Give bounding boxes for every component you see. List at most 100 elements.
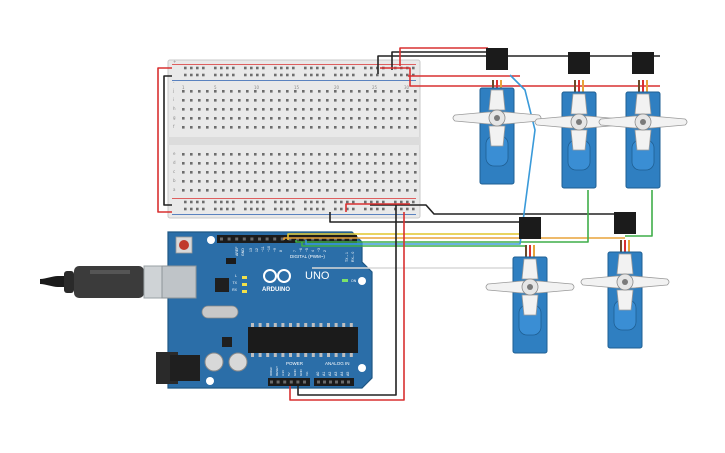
- breadboard-hole: [286, 171, 289, 174]
- breadboard-hole: [238, 162, 241, 165]
- servo-1[interactable]: [452, 48, 542, 185]
- breadboard-hole: [374, 99, 377, 102]
- analog-header[interactable]: [314, 378, 354, 386]
- rail-hole: [406, 200, 409, 204]
- breadboard-hole: [366, 180, 369, 183]
- breadboard-hole: [246, 162, 249, 165]
- breadboard-hole: [190, 117, 193, 120]
- breadboard-hole: [310, 180, 313, 183]
- atmega-chip: [248, 327, 358, 353]
- rail-hole: [412, 200, 415, 204]
- servo-connector[interactable]: [486, 48, 508, 70]
- rail-hole: [334, 200, 337, 204]
- breadboard-hole: [350, 171, 353, 174]
- wire-blue-signal[interactable]: [305, 74, 536, 245]
- breadboard-hole: [294, 117, 297, 120]
- header-pin: [334, 237, 337, 241]
- reset-button[interactable]: [175, 236, 193, 254]
- chip-leg: [327, 353, 330, 357]
- dc-power-jack[interactable]: [156, 352, 200, 384]
- breadboard-hole: [390, 180, 393, 183]
- breadboard-hole: [342, 108, 345, 111]
- breadboard-hole: [406, 189, 409, 192]
- arduino-uno-board[interactable]: ARDUINO UNO DIGITAL (PWM~) POWER ANALOG …: [40, 231, 373, 389]
- wire-black-top-bus-2[interactable]: [391, 51, 488, 70]
- wire-black-bottom-bus[interactable]: [329, 212, 520, 223]
- wire-red-top-feed[interactable]: [380, 67, 660, 87]
- breadboard-hole: [294, 90, 297, 93]
- breadboard-hole: [366, 189, 369, 192]
- wire-black-top-bus[interactable]: [377, 55, 660, 74]
- power-header[interactable]: [268, 378, 310, 386]
- rail-hole: [214, 66, 217, 70]
- row-label-i: i: [173, 97, 174, 102]
- servo-5[interactable]: [580, 212, 670, 349]
- breadboard-hole: [334, 171, 337, 174]
- breadboard-hole: [262, 153, 265, 156]
- breadboard-hole: [366, 162, 369, 165]
- header-pin: [242, 237, 246, 241]
- breadboard-hole: [278, 171, 281, 174]
- breadboard-hole: [190, 180, 193, 183]
- rail-hole: [214, 200, 217, 204]
- breadboard-hole: [246, 90, 249, 93]
- label-tx1: TX→1: [345, 252, 349, 262]
- breadboard-hole: [326, 180, 329, 183]
- breadboard-hole: [206, 189, 209, 192]
- servo-4[interactable]: [485, 217, 575, 354]
- breadboard-hole: [286, 99, 289, 102]
- breadboard-hole: [190, 162, 193, 165]
- rail-hole: [412, 73, 415, 77]
- usb-cable[interactable]: [40, 265, 171, 299]
- breadboard-hole: [254, 90, 257, 93]
- servo-3[interactable]: [598, 52, 688, 189]
- breadboard-hole: [342, 162, 345, 165]
- rail-hole: [184, 66, 187, 70]
- row-label-g: g: [173, 115, 176, 120]
- pin-label: A2: [328, 372, 332, 376]
- servo-connector[interactable]: [519, 217, 541, 239]
- wire-black-rail-left[interactable]: [163, 75, 172, 206]
- wire-red-5v[interactable]: [289, 212, 405, 401]
- wire-black-bottom-bus-2[interactable]: [370, 204, 625, 215]
- servo-2[interactable]: [534, 52, 624, 189]
- breadboard-hole: [350, 162, 353, 165]
- breadboard-hole: [294, 108, 297, 111]
- breadboard-hole: [398, 162, 401, 165]
- wire-black-gnd[interactable]: [297, 205, 397, 396]
- breadboard-hole: [214, 180, 217, 183]
- power-pin-labels: IOREF RESET 3.3V 5V GND GND Vin: [269, 366, 309, 376]
- servo-connector[interactable]: [632, 52, 654, 74]
- breadboard-hole: [334, 108, 337, 111]
- breadboard-hole: [246, 171, 249, 174]
- servo-connector[interactable]: [614, 212, 636, 234]
- wire-orange-signal[interactable]: [283, 237, 625, 240]
- wire-red-rail-left[interactable]: [157, 67, 172, 213]
- rail-hole: [310, 200, 313, 204]
- rail-hole: [256, 73, 259, 77]
- digital-header[interactable]: [217, 235, 357, 243]
- breadboard-hole: [342, 90, 345, 93]
- row-label-e: e: [173, 151, 176, 156]
- breadboard-hole: [390, 189, 393, 192]
- pin-label: ~6: [299, 248, 303, 252]
- breadboard-hole: [262, 108, 265, 111]
- wire-green-signal-3[interactable]: [625, 190, 653, 237]
- servo-connector[interactable]: [568, 52, 590, 74]
- breadboard-hole: [358, 108, 361, 111]
- breadboard-hole: [350, 126, 353, 129]
- mounting-hole: [207, 236, 215, 244]
- breadboard-hole: [390, 126, 393, 129]
- breadboard[interactable]: + - j i h g f e d c b a 1 5 10 15 20 25 …: [167, 59, 421, 219]
- wire-red-top-bus[interactable]: [399, 47, 488, 66]
- breadboard-hole: [382, 162, 385, 165]
- breadboard-hole: [278, 189, 281, 192]
- rail-hole: [364, 207, 367, 211]
- wire-red-bottom-bus[interactable]: [345, 203, 410, 212]
- chip-leg: [349, 323, 353, 327]
- chip-leg: [258, 353, 262, 357]
- breadboard-hole: [302, 90, 305, 93]
- wire-green-signal-2[interactable]: [301, 242, 525, 247]
- rail-hole: [286, 207, 289, 211]
- wire-green-signal-1[interactable]: [295, 190, 589, 243]
